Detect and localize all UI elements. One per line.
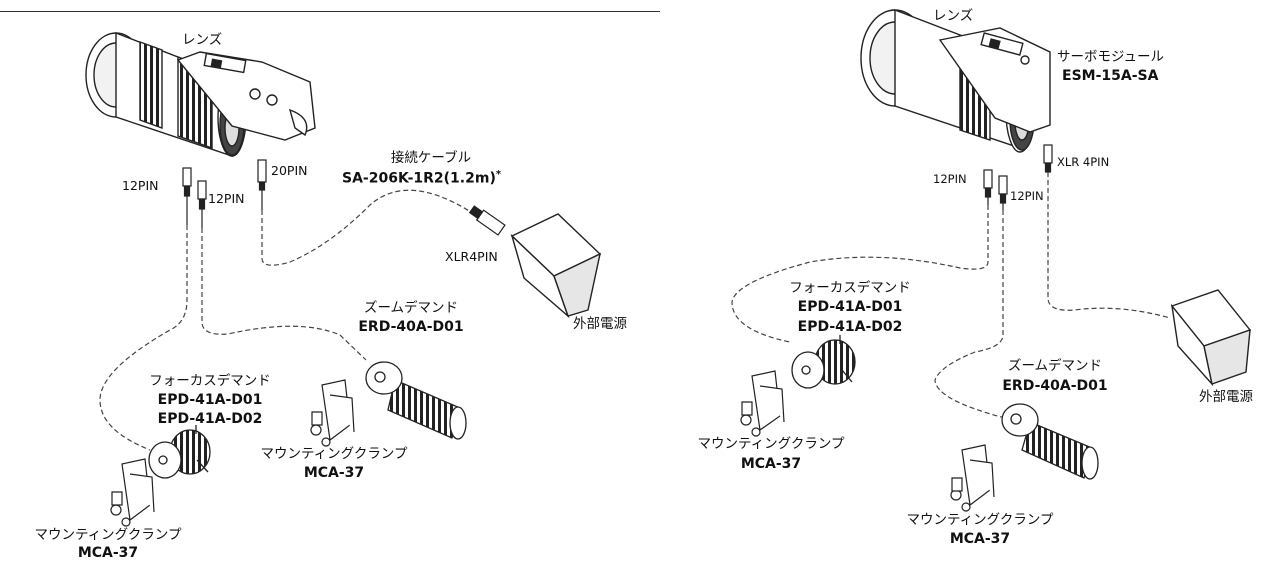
left-20pin-label: 20PIN: [271, 163, 308, 178]
right-power-box-graphic: [1170, 289, 1252, 387]
left-zoom-title: ズームデマンド: [363, 300, 459, 316]
right-power-label: 外部電源: [1199, 389, 1253, 405]
right-focus-model-1: EPD-41A-D01: [797, 299, 903, 315]
right-zoom-model: ERD-40A-D01: [1002, 378, 1108, 394]
left-cable-note: *: [495, 169, 502, 180]
left-focus-title: フォーカスデマンド: [149, 373, 271, 389]
left-power-label: 外部電源: [573, 316, 627, 332]
left-zoom-model: ERD-40A-D01: [358, 319, 464, 335]
left-power-box-graphic: [510, 213, 602, 319]
left-lens-label: レンズ: [182, 32, 223, 48]
left-cable-12pin-b: [201, 228, 367, 361]
right-focus-title: フォーカスデマンド: [789, 280, 911, 296]
left-clamp-2-graphic: [110, 458, 155, 527]
left-zoom-demand-graphic: [365, 361, 467, 440]
left-connectors: [182, 159, 506, 236]
left-cables: [99, 189, 481, 451]
top-rule: [0, 11, 660, 12]
right-cables: [731, 172, 1171, 419]
right-cable-xlr: [1047, 172, 1171, 319]
right-cable-12pin-b: [934, 210, 1006, 419]
left-cable-title: 接続ケーブル: [390, 150, 472, 166]
left-focus-demand-graphic: [148, 425, 211, 479]
left-clamp1-model: MCA-37: [303, 465, 365, 481]
left-12pin-b-label: 12PIN: [208, 191, 245, 206]
left-cable-model-wrap: SA-206K-1R2(1.2m)*: [342, 169, 501, 187]
left-cable-20pin: [261, 189, 481, 266]
left-12pin-a-label: 12PIN: [122, 178, 159, 193]
right-12pin-b-label: 12PIN: [1010, 189, 1044, 203]
right-zoom-title: ズームデマンド: [1007, 358, 1103, 374]
left-clamp2-model: MCA-37: [77, 545, 139, 561]
left-cable-model: SA-206K-1R2(1.2m): [342, 170, 496, 187]
right-clamp2-title: マウンティングクランプ: [906, 512, 1054, 528]
left-clamp-1-graphic: [310, 379, 355, 447]
left-clamp2-title: マウンティングクランプ: [34, 527, 182, 543]
right-lens-label: レンズ: [933, 8, 974, 24]
right-12pin-a-label: 12PIN: [933, 172, 967, 186]
right-zoom-demand-graphic: [1001, 403, 1099, 480]
left-xlr-label: XLR4PIN: [445, 249, 498, 264]
right-clamp1-model: MCA-37: [740, 456, 802, 472]
right-servo-title: サーボモジュール: [1057, 49, 1165, 65]
right-connectors: [983, 144, 1053, 210]
right-clamp-1-graphic: [740, 370, 785, 437]
right-cable-12pin-a: [731, 205, 989, 343]
right-clamp2-model: MCA-37: [949, 531, 1011, 547]
right-clamp1-title: マウンティングクランプ: [697, 436, 845, 452]
left-clamp1-title: マウンティングクランプ: [260, 446, 408, 462]
left-lens-graphic: [85, 31, 316, 157]
right-lens-graphic: [860, 8, 1051, 153]
left-cable-12pin-a: [99, 225, 188, 451]
right-clamp-2-graphic: [950, 444, 995, 512]
right-focus-demand-graphic: [791, 335, 856, 389]
right-xlr-label: XLR 4PIN: [1057, 155, 1110, 169]
right-focus-model-2: EPD-41A-D02: [797, 319, 903, 335]
left-focus-model-1: EPD-41A-D01: [157, 392, 263, 408]
right-servo-model: ESM-15A-SA: [1062, 68, 1159, 84]
left-focus-model-2: EPD-41A-D02: [157, 411, 263, 427]
